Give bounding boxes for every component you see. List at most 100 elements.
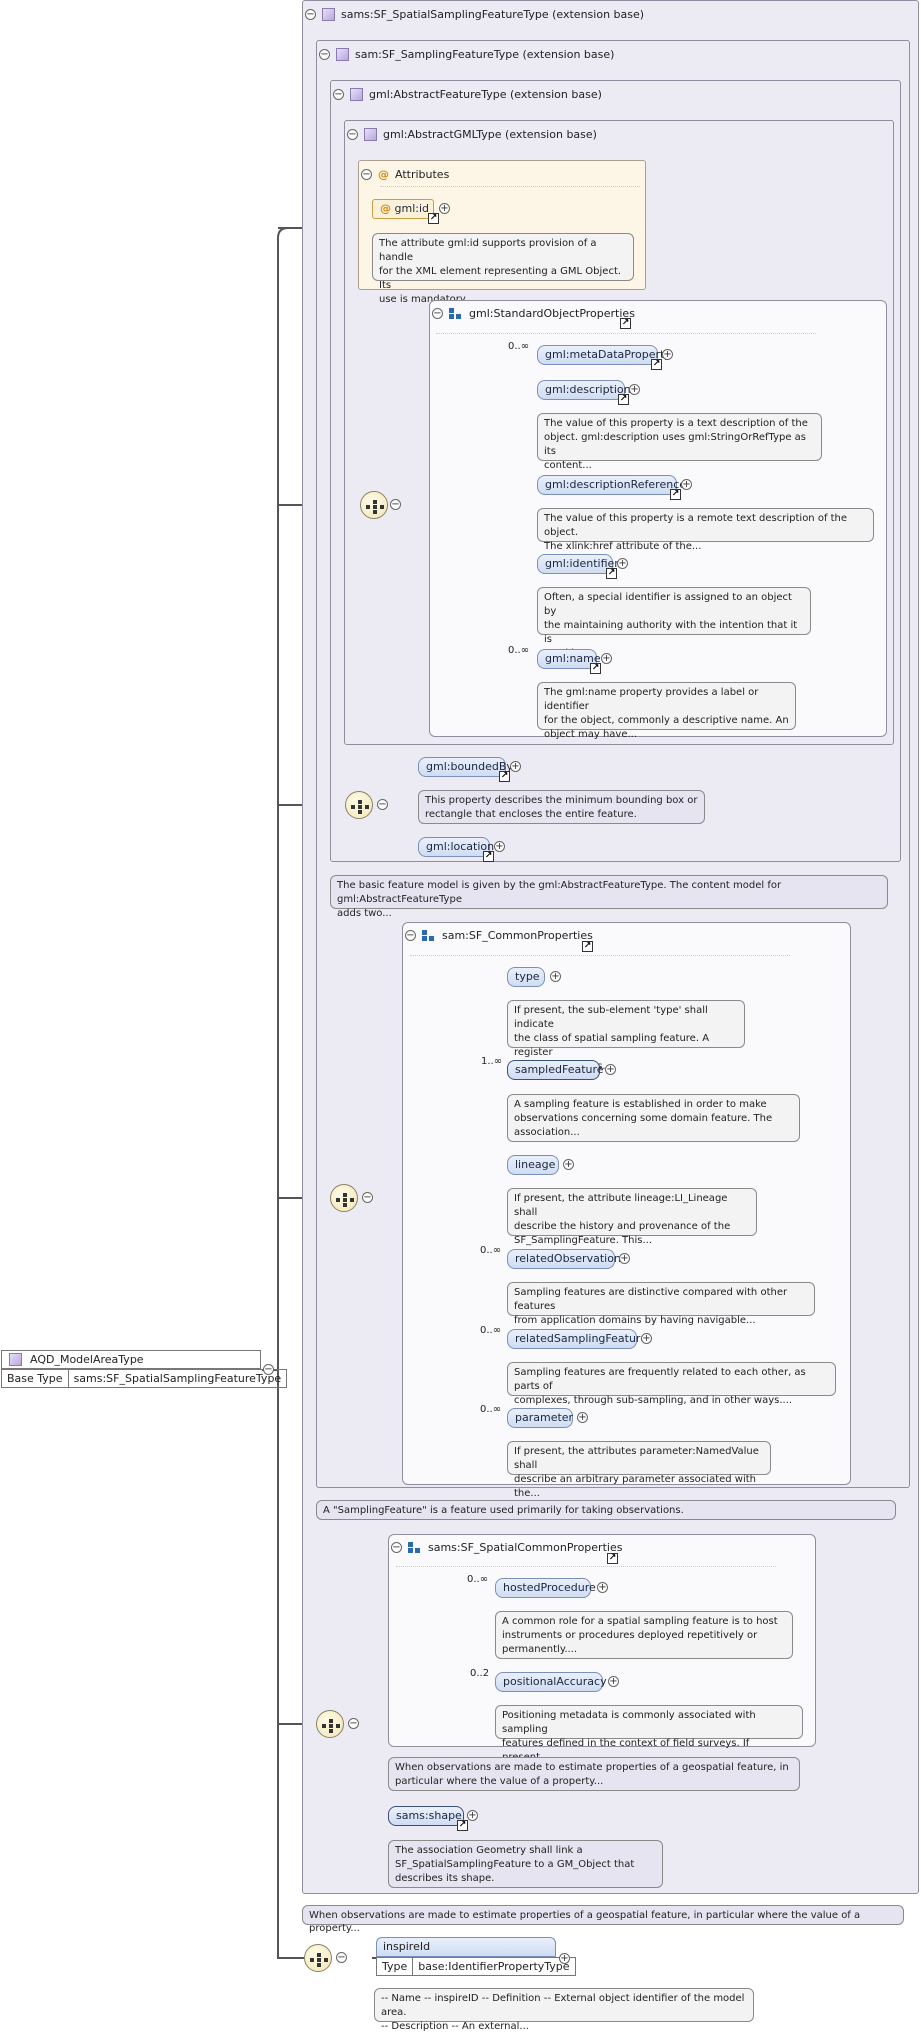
lineage-note: If present, the attribute lineage:LI_Lin… xyxy=(507,1188,757,1246)
reference-arrow-icon[interactable]: ↗ xyxy=(428,213,439,224)
ext-sampling-header: − sam:SF_SamplingFeatureType (extension … xyxy=(319,48,614,61)
reference-arrow-icon[interactable]: ↗ xyxy=(606,568,617,579)
sequence-compositor-icon[interactable] xyxy=(316,1710,344,1738)
element-gml-description[interactable]: gml:description xyxy=(537,380,631,400)
element-sampledfeature[interactable]: sampledFeature xyxy=(507,1060,604,1080)
element-parameter[interactable]: parameter xyxy=(507,1408,573,1428)
element-positionalaccuracy[interactable]: positionalAccuracy xyxy=(495,1672,607,1692)
complex-type-icon xyxy=(336,48,349,61)
occurrence-label: 0..∞ xyxy=(508,645,530,656)
expand-toggle[interactable]: + xyxy=(617,558,628,569)
element-gml-name[interactable]: gml:name xyxy=(537,649,601,669)
group-title: sam:SF_CommonProperties xyxy=(442,929,593,942)
expand-toggle[interactable]: + xyxy=(510,761,521,772)
sequence-compositor-icon[interactable] xyxy=(360,491,388,519)
common-properties-header: − sam:SF_CommonProperties xyxy=(405,929,593,942)
reference-arrow-icon[interactable]: ↗ xyxy=(620,318,631,329)
element-hostedprocedure[interactable]: hostedProcedure xyxy=(495,1578,596,1598)
expand-toggle[interactable]: + xyxy=(605,1064,616,1075)
inspireid-header: inspireId xyxy=(376,1937,556,1957)
base-type-label: Base Type xyxy=(1,1369,69,1388)
element-gml-metadataproperty[interactable]: gml:metaDataProperty xyxy=(537,345,671,365)
element-gml-identifier[interactable]: gml:identifier xyxy=(537,554,619,574)
expand-toggle[interactable]: + xyxy=(439,203,450,214)
parameter-note: If present, the attributes parameter:Nam… xyxy=(507,1441,771,1499)
collapse-toggle[interactable]: − xyxy=(432,308,443,319)
expand-toggle[interactable]: + xyxy=(641,1333,652,1344)
sequence-compositor-icon[interactable] xyxy=(330,1184,358,1212)
occurrence-label: 1..∞ xyxy=(481,1056,503,1067)
collapse-toggle[interactable]: − xyxy=(347,129,358,140)
expand-toggle[interactable]: + xyxy=(619,1253,630,1264)
gml-name-note: The gml:name property provides a label o… xyxy=(537,682,796,740)
root-collapse-toggle[interactable]: − xyxy=(263,1364,274,1375)
expand-toggle[interactable]: + xyxy=(681,479,692,490)
element-lineage[interactable]: lineage xyxy=(507,1155,559,1175)
reference-arrow-icon[interactable]: ↗ xyxy=(590,663,601,674)
sequence-compositor-icon[interactable] xyxy=(304,1944,332,1972)
collapse-toggle[interactable]: − xyxy=(405,930,416,941)
ext-label: gml:AbstractFeatureType (extension base) xyxy=(369,88,602,101)
collapse-toggle[interactable]: − xyxy=(336,1952,347,1963)
sampling-feature-note: A "SamplingFeature" is a feature used pr… xyxy=(316,1500,896,1520)
attributes-header: − @ Attributes xyxy=(361,168,449,181)
reference-arrow-icon[interactable]: ↗ xyxy=(651,359,662,370)
ext-label: sam:SF_SamplingFeatureType (extension ba… xyxy=(355,48,615,61)
reference-arrow-icon[interactable]: ↗ xyxy=(582,941,593,952)
reference-arrow-icon[interactable]: ↗ xyxy=(499,771,510,782)
expand-toggle[interactable]: + xyxy=(467,1810,478,1821)
gml-identifier-note: Often, a special identifier is assigned … xyxy=(537,587,811,659)
expand-toggle[interactable]: + xyxy=(629,384,640,395)
type-label: Type xyxy=(375,1957,414,1976)
collapse-toggle[interactable]: − xyxy=(319,49,330,60)
element-type[interactable]: type xyxy=(507,967,545,987)
collapse-toggle[interactable]: − xyxy=(348,1718,359,1729)
element-gml-boundedby[interactable]: gml:boundedBy xyxy=(418,757,513,777)
collapse-toggle[interactable]: − xyxy=(361,169,372,180)
expand-toggle[interactable]: + xyxy=(563,1159,574,1170)
relatedobservation-note: Sampling features are distinctive compar… xyxy=(507,1282,815,1326)
expand-toggle[interactable]: + xyxy=(601,653,612,664)
element-gml-descriptionreference[interactable]: gml:descriptionReference xyxy=(537,475,686,495)
expand-toggle[interactable]: + xyxy=(577,1412,588,1423)
element-relatedobservation[interactable]: relatedObservation xyxy=(507,1249,621,1269)
group-icon xyxy=(449,307,463,320)
gml-id-attribute[interactable]: @ gml:id xyxy=(372,199,434,219)
collapse-toggle[interactable]: − xyxy=(305,9,316,20)
abstract-feature-note: The basic feature model is given by the … xyxy=(330,875,888,919)
reference-arrow-icon[interactable]: ↗ xyxy=(457,1820,468,1831)
group-title: gml:StandardObjectProperties xyxy=(469,307,635,320)
expand-toggle[interactable]: + xyxy=(597,1582,608,1593)
collapse-toggle[interactable]: − xyxy=(333,89,344,100)
ext-label: sams:SF_SpatialSamplingFeatureType (exte… xyxy=(341,8,645,21)
reference-arrow-icon[interactable]: ↗ xyxy=(607,1553,618,1564)
element-gml-location[interactable]: gml:location xyxy=(418,837,494,857)
expand-toggle[interactable]: + xyxy=(550,971,561,982)
reference-arrow-icon[interactable]: ↗ xyxy=(670,489,681,500)
occurrence-label: 0..2 xyxy=(470,1668,490,1679)
reference-arrow-icon[interactable]: ↗ xyxy=(483,851,494,862)
element-relatedsamplingfeature[interactable]: relatedSamplingFeature xyxy=(507,1329,647,1349)
expand-toggle[interactable]: + xyxy=(662,349,673,360)
collapse-toggle[interactable]: − xyxy=(390,499,401,510)
collapse-toggle[interactable]: − xyxy=(377,799,388,810)
reference-arrow-icon[interactable]: ↗ xyxy=(618,394,629,405)
expand-toggle[interactable]: + xyxy=(559,1953,570,1964)
occurrence-label: 0..∞ xyxy=(480,1245,502,1256)
complex-type-icon xyxy=(9,1353,22,1366)
element-sams-shape[interactable]: sams:shape xyxy=(388,1806,464,1826)
collapse-toggle[interactable]: − xyxy=(362,1192,373,1203)
expand-toggle[interactable]: + xyxy=(608,1676,619,1687)
gml-boundedby-note: This property describes the minimum boun… xyxy=(418,790,705,824)
relatedsamplingfeature-note: Sampling features are frequently related… xyxy=(507,1362,836,1406)
collapse-toggle[interactable]: − xyxy=(391,1542,402,1553)
expand-toggle[interactable]: + xyxy=(494,841,505,852)
attributes-title: Attributes xyxy=(395,168,450,181)
sampledfeature-note: A sampling feature is established in ord… xyxy=(507,1094,800,1142)
choice-compositor-icon[interactable] xyxy=(345,791,373,819)
positionalaccuracy-note: Positioning metadata is commonly associa… xyxy=(495,1705,803,1763)
base-type-value: sams:SF_SpatialSamplingFeatureType xyxy=(67,1369,288,1388)
